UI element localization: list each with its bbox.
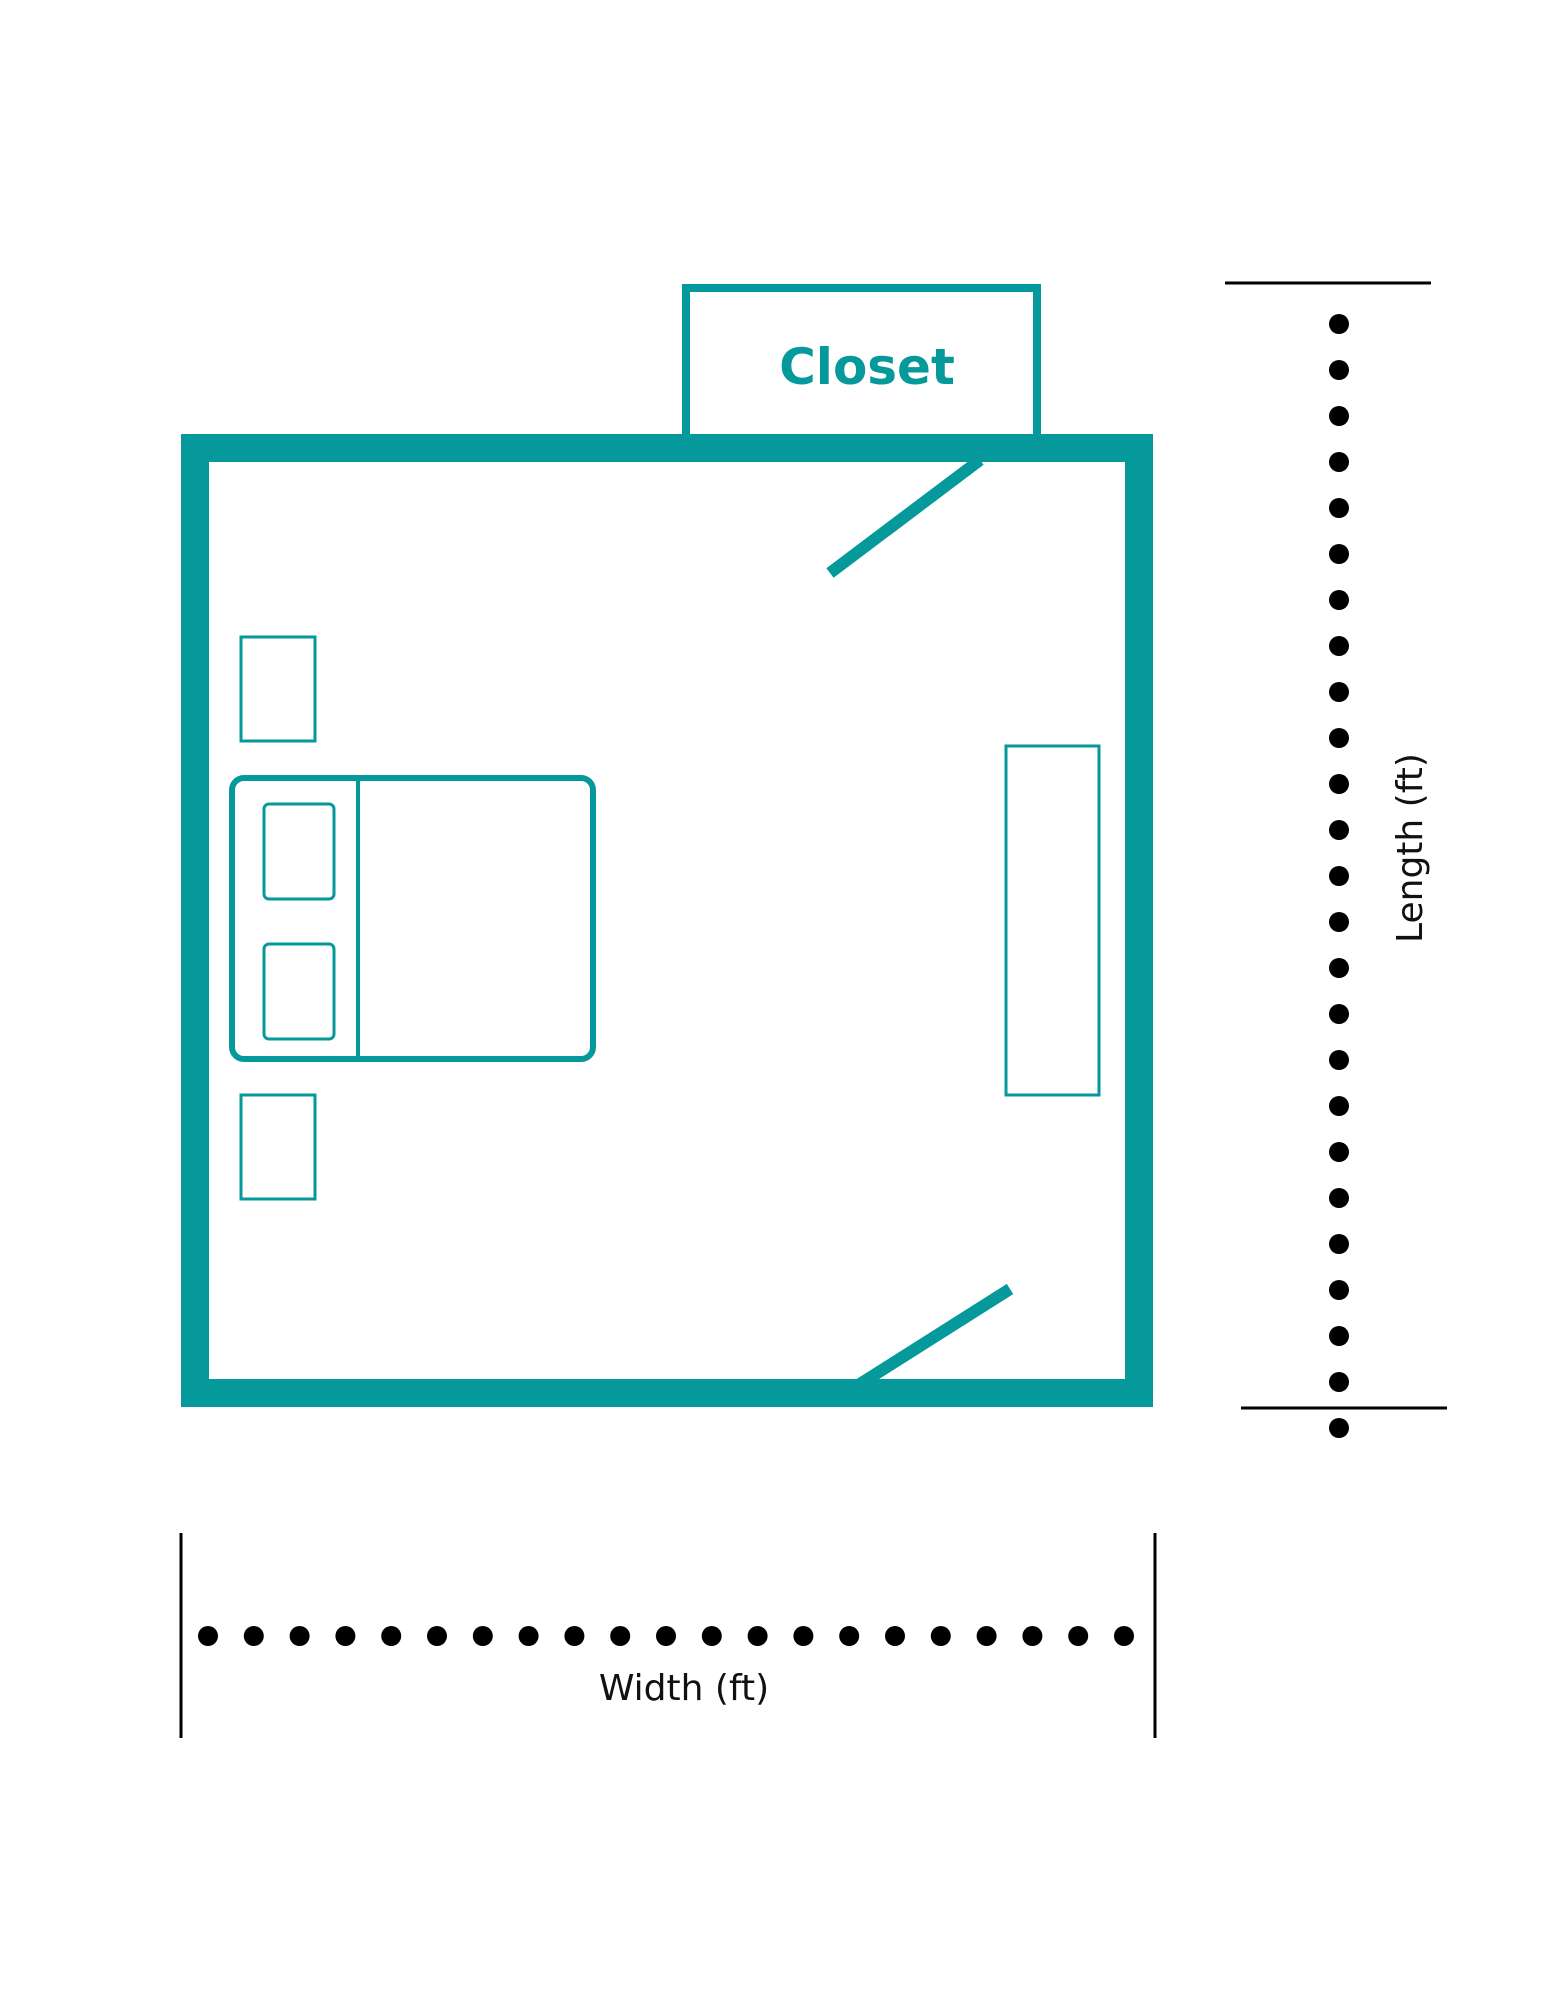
width-dot — [289, 1626, 310, 1646]
width-dot — [885, 1626, 905, 1646]
length-dot — [1329, 820, 1349, 840]
room-walls — [181, 434, 1153, 1407]
dresser — [1004, 744, 1101, 1097]
width-dot — [793, 1626, 814, 1646]
length-dot — [1329, 774, 1349, 794]
width-dot — [610, 1626, 631, 1646]
length-dot — [1329, 1004, 1349, 1024]
length-dot — [1329, 1096, 1349, 1116]
length-dot — [1329, 1188, 1349, 1208]
room-door-swing — [856, 1283, 1014, 1390]
width-label: Width (ft) — [599, 1668, 769, 1709]
length-dot — [1329, 682, 1349, 702]
width-dot — [198, 1626, 218, 1646]
width-dot — [427, 1626, 447, 1646]
length-dot — [1329, 866, 1349, 886]
width-dot — [1114, 1626, 1134, 1646]
length-dot — [1329, 314, 1349, 334]
width-dot — [976, 1626, 997, 1646]
nightstand-bottom — [239, 1093, 317, 1201]
length-dot — [1329, 544, 1349, 564]
length-dot — [1329, 1142, 1349, 1162]
width-dot — [1068, 1626, 1089, 1646]
length-dot — [1329, 360, 1349, 380]
length-dot — [1329, 452, 1349, 472]
closet-label: Closet — [779, 338, 955, 396]
width-dot — [472, 1626, 493, 1646]
length-dot — [1329, 728, 1349, 748]
length-dot — [1329, 1280, 1349, 1300]
width-dot — [381, 1626, 402, 1646]
length-dot — [1329, 1234, 1349, 1254]
width-dot — [656, 1626, 676, 1646]
closet-door-swing — [826, 455, 984, 578]
length-dot — [1329, 912, 1349, 932]
pillow-bottom — [262, 942, 336, 1041]
bed-frame — [229, 775, 596, 1062]
length-dot — [1329, 958, 1349, 978]
length-dot — [1329, 1050, 1349, 1070]
length-dot — [1329, 406, 1349, 426]
width-dot — [335, 1626, 356, 1646]
length-dot — [1329, 1326, 1349, 1346]
width-dot — [1022, 1626, 1043, 1646]
width-dot — [243, 1626, 264, 1646]
length-label: Length (ft) — [1390, 753, 1431, 943]
width-dot — [747, 1626, 768, 1646]
nightstand-top — [239, 635, 317, 743]
length-dot — [1329, 498, 1349, 518]
width-dot — [701, 1626, 722, 1646]
length-dot — [1329, 590, 1349, 610]
length-dot — [1329, 1418, 1349, 1438]
width-dot — [930, 1626, 951, 1646]
length-dot — [1329, 1372, 1349, 1392]
width-dot — [839, 1626, 860, 1646]
width-dot — [518, 1626, 539, 1646]
width-dot — [564, 1626, 585, 1646]
length-dotted-line — [1329, 314, 1349, 1438]
pillow-top — [262, 802, 336, 901]
length-dot — [1329, 636, 1349, 656]
width-dotted-line — [198, 1626, 1134, 1646]
